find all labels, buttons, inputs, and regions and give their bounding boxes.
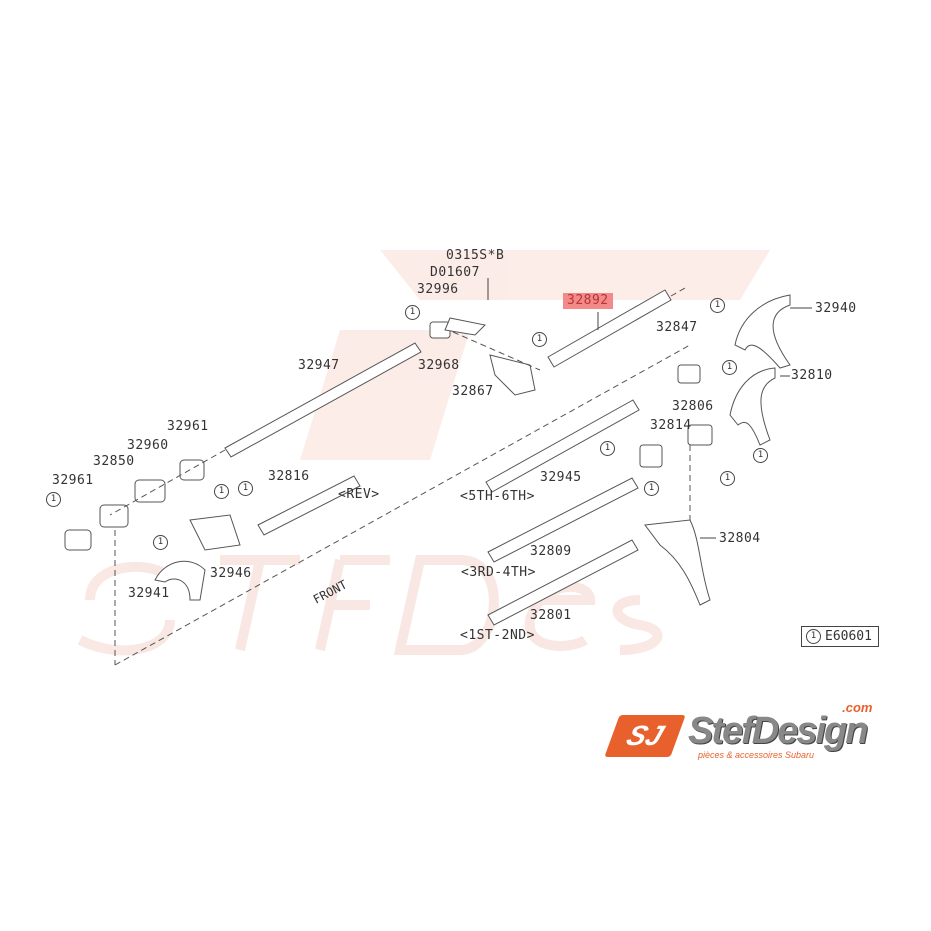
part-32850 (99, 504, 129, 528)
part-label: 32810 (791, 368, 833, 383)
marker-1-icon: 1 (214, 484, 229, 499)
part-label: <3RD-4TH> (461, 565, 536, 580)
shaft-32809 (487, 477, 639, 563)
marker-1-icon: 1 (532, 332, 547, 347)
part-label: <5TH-6TH> (460, 489, 535, 504)
part-32867 (489, 354, 536, 396)
marker-1-icon: 1 (644, 481, 659, 496)
reference-code: E60601 (825, 629, 872, 644)
marker-1-icon: 1 (600, 441, 615, 456)
part-32814 (639, 444, 663, 468)
marker-1-icon: 1 (722, 360, 737, 375)
part-label: 32947 (298, 358, 340, 373)
part-32961 (64, 529, 92, 551)
fork-32804 (644, 519, 711, 606)
part-label: 32940 (815, 301, 857, 316)
watermark-graphic (77, 555, 663, 656)
marker-1-icon: 1 (806, 629, 821, 644)
part-label: 32960 (127, 438, 169, 453)
logo-domain: .com (842, 700, 873, 715)
part-32806 (687, 424, 713, 446)
reference-box: 1 E60601 (801, 626, 879, 647)
part-label: 32847 (656, 320, 698, 335)
part-label-highlighted: 32892 (563, 293, 613, 309)
fork-32940 (734, 294, 791, 369)
part-32847 (677, 364, 701, 384)
part-label: 0315S*B (446, 248, 505, 263)
marker-1-icon: 1 (153, 535, 168, 550)
marker-1-icon: 1 (405, 305, 420, 320)
part-label: 32801 (530, 608, 572, 623)
part-label: 32809 (530, 544, 572, 559)
part-label: 32961 (52, 473, 94, 488)
part-label: <REV> (338, 487, 380, 502)
leader-lines (487, 278, 812, 539)
part-32960 (134, 479, 166, 503)
part-label: D01607 (430, 265, 480, 280)
logo-mark: SJ (604, 715, 686, 757)
marker-1-icon: 1 (46, 492, 61, 507)
part-32961-upper (179, 459, 205, 481)
shaft-32947 (224, 342, 422, 458)
part-label: 32867 (452, 384, 494, 399)
marker-1-icon: 1 (720, 471, 735, 486)
shaft-32945 (485, 399, 640, 493)
logo-tagline: pièces & accessoires Subaru (698, 750, 815, 760)
fork-32810 (729, 367, 776, 446)
part-32946 (189, 514, 241, 551)
part-label: 32945 (540, 470, 582, 485)
shaft-32801 (487, 539, 639, 626)
part-label: 32850 (93, 454, 135, 469)
marker-1-icon: 1 (753, 448, 768, 463)
part-32996 (444, 317, 487, 336)
stefdesign-logo: SJ StefDesign pièces & accessoires Subar… (604, 700, 872, 760)
part-label: 32804 (719, 531, 761, 546)
part-label: 32946 (210, 566, 252, 581)
part-label: 32968 (418, 358, 460, 373)
logo-name: StefDesign (688, 710, 868, 752)
marker-1-icon: 1 (238, 481, 253, 496)
shaft-32816 (257, 475, 361, 536)
shaft-32892 (547, 289, 672, 368)
fork-32941 (154, 560, 206, 601)
part-label: <1ST-2ND> (460, 628, 535, 643)
part-label: 32961 (167, 419, 209, 434)
part-label: 32816 (268, 469, 310, 484)
marker-1-icon: 1 (710, 298, 725, 313)
watermark-sj-mark (300, 250, 770, 460)
part-label: 32814 (650, 418, 692, 433)
part-label: 32996 (417, 282, 459, 297)
part-label: 32941 (128, 586, 170, 601)
leader-dashes (109, 287, 691, 666)
part-label: 32806 (672, 399, 714, 414)
